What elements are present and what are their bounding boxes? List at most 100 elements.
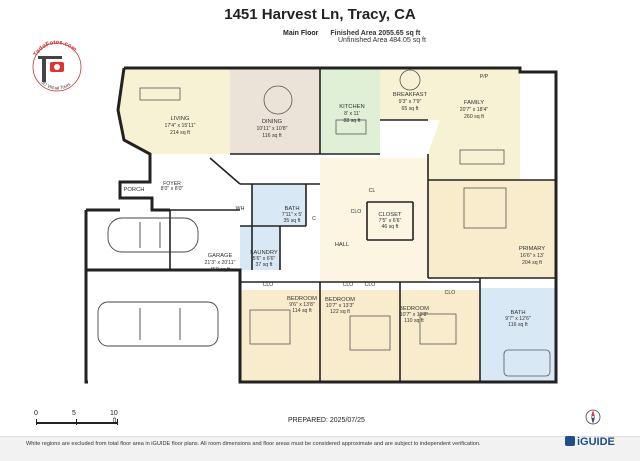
bedroom2-label: BEDROOM — [325, 297, 355, 303]
garage-cars — [97, 217, 219, 347]
kitchen-island — [335, 119, 367, 135]
footer — [0, 436, 640, 461]
bedroom3-label: BEDROOM — [399, 306, 429, 312]
porch-label: PORCH — [124, 187, 145, 193]
clo3-label: CLO — [343, 282, 354, 288]
primary-bed — [463, 187, 507, 229]
garage-dims: 21'3" x 20'11" — [205, 260, 236, 266]
scale-unit: ft — [113, 418, 117, 424]
bedroom2-fill — [320, 290, 400, 382]
bath2-fill — [480, 288, 556, 382]
laundry-fill — [240, 226, 280, 270]
bedroom2-dims: 10'7" x 13'3" — [326, 303, 355, 309]
living-sofa — [139, 87, 181, 101]
bath2-dims: 9'7" x 12'6" — [505, 316, 531, 322]
primary-label: PRIMARY — [519, 246, 545, 252]
bath2-label: BATH — [510, 310, 525, 316]
bath2-area: 116 sq ft — [508, 322, 528, 328]
family-room-fill — [428, 68, 520, 180]
scale-tick-0: 0 — [34, 410, 38, 417]
kitchen-area: 88 sq ft — [343, 118, 361, 124]
scale-line — [36, 422, 118, 424]
clo2-label: CLO — [263, 282, 274, 288]
exterior-walls — [84, 66, 558, 384]
closet-dims: 7'5" x 6'6" — [379, 218, 402, 224]
furniture — [139, 69, 551, 377]
kitchen-fill — [320, 68, 380, 154]
family-area: 260 sq ft — [464, 114, 484, 120]
garage-area: 458 sq ft — [210, 267, 230, 273]
wh-label: WH — [236, 206, 245, 212]
primary-fill — [428, 180, 556, 278]
family-label: FAMILY — [464, 100, 484, 106]
living-room-fill — [118, 68, 230, 154]
bedroom1-fill — [240, 290, 320, 382]
bedroom3-area: 110 sq ft — [404, 318, 424, 324]
scale-tick-5: 5 — [72, 410, 76, 417]
bedroom1-dims: 9'6" x 13'8" — [289, 302, 315, 308]
page-title: 1451 Harvest Ln, Tracy, CA — [224, 6, 416, 23]
dining-dims: 10'11" x 10'8" — [257, 126, 288, 132]
car-1 — [107, 217, 199, 253]
breakfast-table — [399, 69, 421, 91]
pp-label: P/P — [480, 74, 489, 80]
bedroom3-dims: 10'7" x 10'8" — [400, 312, 429, 318]
bath1-dims: 7'11" x 5' — [282, 212, 302, 218]
breakfast-fill — [380, 68, 440, 120]
finished-area: Finished Area 2055.65 sq ft — [330, 30, 421, 37]
living-dims: 17'4" x 15'11" — [165, 123, 196, 129]
garage-label: GARAGE — [208, 253, 233, 259]
bedroom3-bed — [419, 313, 457, 345]
disclaimer-text: White regions are excluded from total fl… — [26, 441, 481, 447]
iguide-brand: iGUIDE — [565, 436, 615, 448]
floor-plan: LIVING 17'4" x 15'11" 214 sq ft DINING 1… — [84, 66, 558, 384]
scale-tick-mark-5 — [76, 419, 77, 425]
primary-area: 204 sq ft — [522, 260, 542, 266]
laundry-label: LAUNDRY — [250, 250, 278, 256]
dining-room-fill — [230, 68, 320, 154]
prepared-date: PREPARED: 2025/07/25 — [288, 417, 365, 424]
bathtub — [503, 349, 551, 377]
primary-dims: 16'6" x 13' — [520, 253, 544, 259]
unfinished-area: Unfinished Area 484.05 sq ft — [338, 37, 426, 44]
bedroom3-fill — [400, 290, 480, 382]
floor-summary: Main Floor Finished Area 2055.65 sq ft U… — [283, 30, 426, 44]
foyer-label: FOYER — [163, 181, 181, 187]
laundry-dims: 5'6" x 6'6" — [253, 256, 276, 262]
hall-label: HALL — [335, 242, 350, 248]
scale-tick-mark-0 — [36, 419, 37, 425]
scale-tick-10: 10 — [110, 410, 118, 417]
dining-label: DINING — [262, 119, 283, 125]
scale-bar: 0 5 10 ft — [30, 410, 130, 430]
car-2 — [97, 301, 219, 347]
iguide-brand-text: iGUIDE — [577, 436, 615, 448]
clo5-label: CLO — [445, 290, 456, 296]
living-label: LIVING — [170, 116, 189, 122]
laundry-area: 37 sq ft — [255, 262, 273, 268]
interior-walls — [169, 68, 556, 382]
family-sofa — [459, 149, 505, 165]
door-c-label: C — [312, 216, 316, 222]
todofotos-logo: TodoFotos.com 3D Virtual Tours — [32, 40, 82, 92]
dining-table — [263, 85, 293, 115]
bath1-fill — [252, 184, 306, 226]
floor-name: Main Floor — [283, 30, 319, 37]
bedroom1-area: 114 sq ft — [292, 308, 312, 314]
iguide-logo-icon — [565, 436, 575, 446]
kitchen-label: KITCHEN — [339, 104, 364, 110]
bath1-label: BATH — [284, 206, 299, 212]
breakfast-dims: 9'3" x 7'9" — [399, 99, 422, 105]
kitchen-dims: 8' x 11' — [344, 111, 360, 117]
bedroom1-bed — [249, 309, 291, 345]
bath1-area: 35 sq ft — [283, 218, 301, 224]
north-compass-icon — [585, 409, 601, 425]
family-dims: 20'7" x 18'4" — [460, 107, 489, 113]
bedroom1-label: BEDROOM — [287, 296, 317, 302]
closet-area: 46 sq ft — [381, 224, 399, 230]
clo4-label: CLO — [365, 282, 376, 288]
breakfast-label: BREAKFAST — [393, 92, 428, 98]
bedroom2-area: 122 sq ft — [330, 309, 350, 315]
logo-brand-text: TodoFotos.com — [33, 40, 77, 58]
svg-text:TodoFotos.com: TodoFotos.com — [33, 40, 77, 58]
cl1-label: CL — [369, 188, 376, 194]
